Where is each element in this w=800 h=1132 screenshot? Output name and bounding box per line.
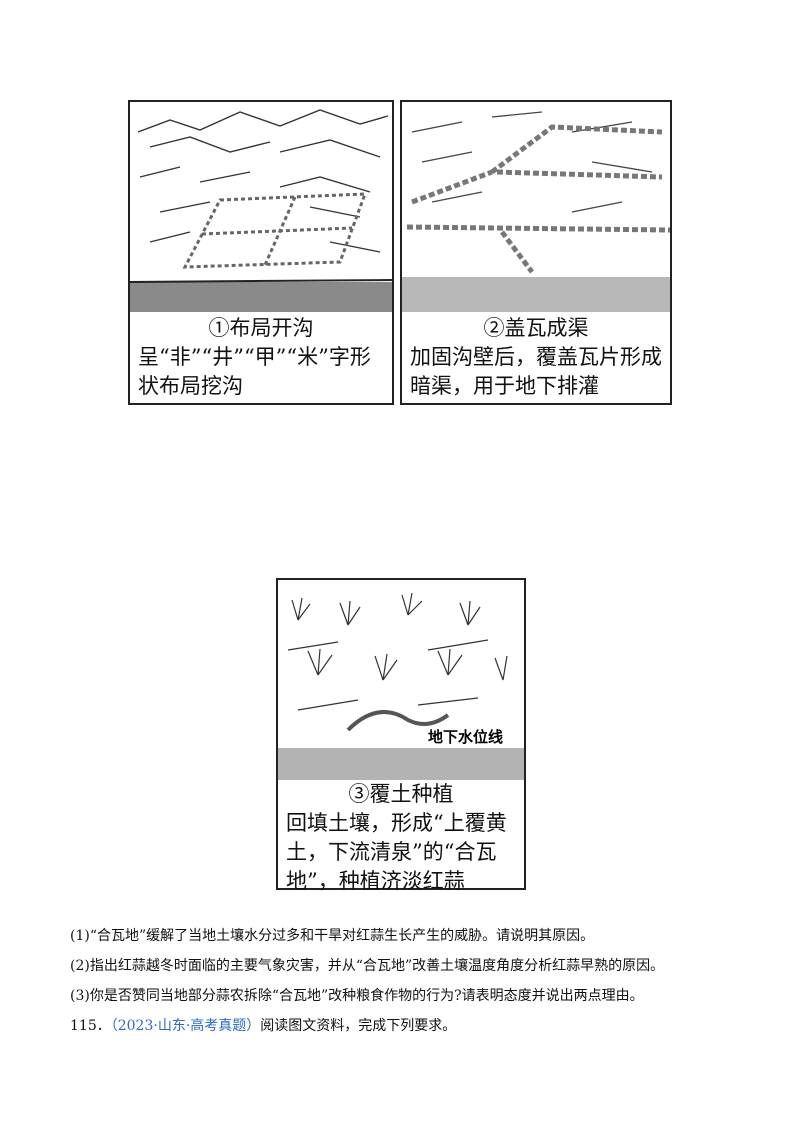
question-1: (1)“合瓦地”缓解了当地土壤水分过多和干旱对红蒜生长产生的威胁。请说明其原因。 <box>70 928 595 944</box>
next-question: 115．（2023·山东·高考真题）阅读图文资料，完成下列要求。 <box>70 1016 456 1036</box>
illustration-tile-channel <box>402 111 670 312</box>
panel-cover-plant: 地下水位线 ③覆土种植 回填土壤，形成“上覆黄土，下流清泉”的“合瓦地”，种植济… <box>276 578 526 893</box>
panel-title: ③覆土种植 <box>348 782 454 806</box>
panel-description: 呈“非”“井”“甲”“米”字形状布局挖沟 <box>138 345 371 398</box>
illustration-garlic-planting: 地下水位线 <box>278 592 524 780</box>
illustration-ditch-layout <box>130 109 392 312</box>
panel-tile-channel: ②盖瓦成渠 加固沟壁后，覆盖瓦片形成暗渠，用于地下排灌 <box>400 100 672 405</box>
question-3: (3)你是否赞同当地部分蒜农拆除“合瓦地”改种粮食作物的行为?请表明态度并说出两… <box>70 988 644 1004</box>
item-number: 115． <box>70 1018 111 1034</box>
panel-title: ②盖瓦成渠 <box>483 316 589 340</box>
panel-title: ①布局开沟 <box>208 316 314 340</box>
panel-description: 加固沟壁后，覆盖瓦片形成暗渠，用于地下排灌 <box>410 345 662 398</box>
question-2: (2)指出红蒜越冬时面临的主要气象灾害，并从“合瓦地”改善土壤温度角度分析红蒜早… <box>70 958 665 974</box>
source-tag[interactable]: （2023·山东·高考真题） <box>110 1018 261 1034</box>
item-instruction: 阅读图文资料，完成下列要求。 <box>260 1018 457 1034</box>
panel-layout-ditch: ①布局开沟 呈“非”“井”“甲”“米”字形状布局挖沟 <box>128 100 394 405</box>
panel-description: 回填土壤，形成“上覆黄土，下流清泉”的“合瓦地”，种植济淡红蒜 <box>286 811 507 893</box>
water-table-label: 地下水位线 <box>428 728 503 746</box>
